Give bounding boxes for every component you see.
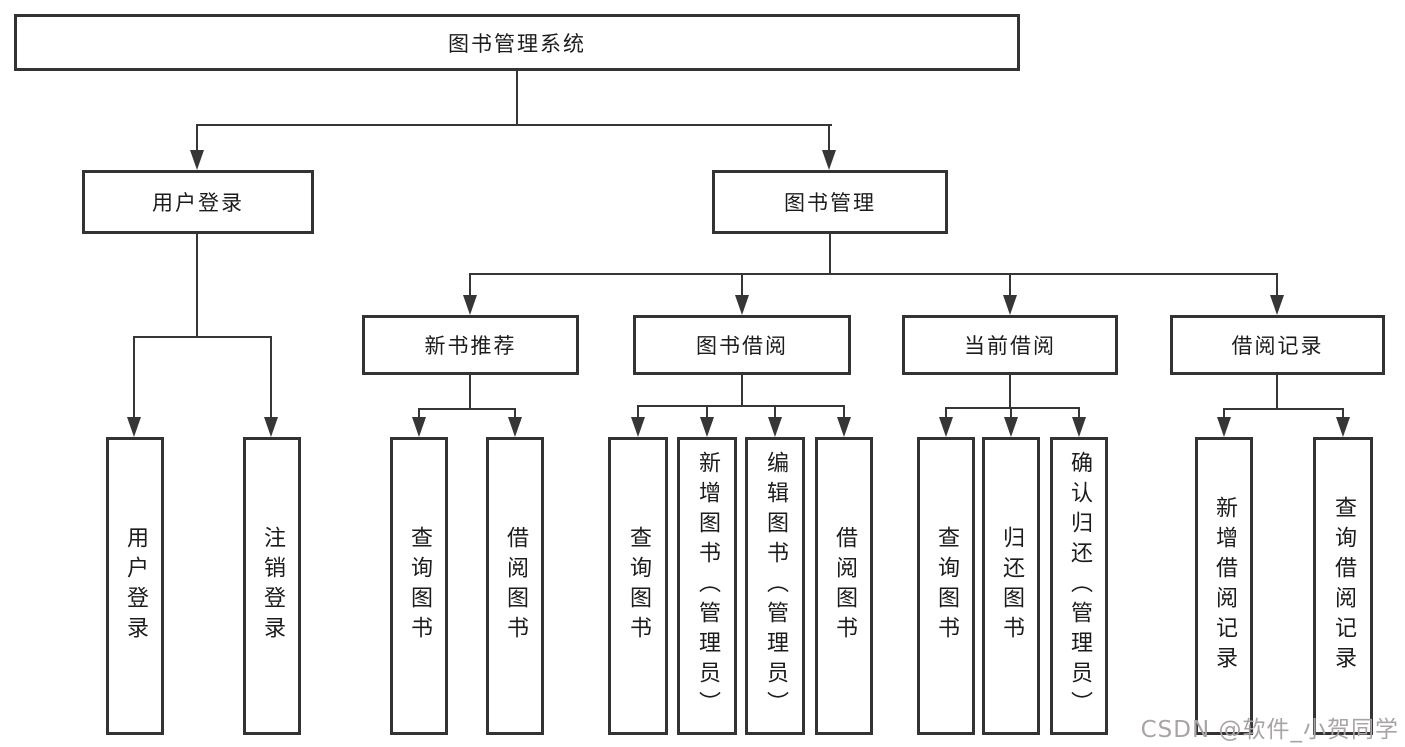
node-label: 查询借阅记录: [1331, 496, 1356, 676]
node-leaf-add-borrow-record: 新增借阅记录: [1195, 437, 1253, 735]
node-leaf-query-borrow-record: 查询借阅记录: [1313, 437, 1373, 735]
connector-arrowhead-down: [822, 150, 836, 170]
connector-arrowhead-down: [1217, 417, 1231, 437]
node-leaf-query-books-1: 查询图书: [390, 437, 448, 735]
connector-vline: [1223, 408, 1225, 421]
connector-arrowhead-down: [1004, 417, 1018, 437]
node-label: 确认归还（管理员）: [1067, 451, 1092, 721]
connector-arrowhead-down: [127, 417, 141, 437]
node-leaf-borrow-books-1: 借阅图书: [486, 437, 544, 735]
connector-hline: [196, 124, 832, 126]
node-label: 注销登录: [260, 526, 285, 646]
node-label: 图书管理: [784, 191, 876, 215]
connector-vline: [196, 234, 198, 336]
connector-arrowhead-down: [412, 417, 426, 437]
node-label: 借阅图书: [503, 526, 528, 646]
connector-hline: [945, 407, 1080, 409]
connector-arrowhead-down: [1072, 417, 1086, 437]
connector-arrowhead-down: [1270, 295, 1284, 315]
node-leaf-edit-books-admin: 编辑图书（管理员）: [745, 437, 805, 735]
connector-vline: [829, 234, 831, 273]
node-label: 查询图书: [626, 526, 651, 646]
node-group-book-borrow: 图书借阅: [633, 315, 851, 375]
node-leaf-logout: 注销登录: [243, 437, 301, 735]
node-leaf-user-login: 用户登录: [106, 437, 164, 735]
node-label: 查询图书: [407, 526, 432, 646]
node-leaf-add-books-admin: 新增图书（管理员）: [677, 437, 737, 735]
node-leaf-return-books: 归还图书: [982, 437, 1040, 735]
connector-vline: [469, 273, 471, 299]
connector-vline: [1078, 407, 1080, 421]
connector-vline: [843, 405, 845, 421]
connector-arrowhead-down: [700, 417, 714, 437]
connector-hline: [133, 336, 272, 338]
connector-vline: [741, 375, 743, 405]
connector-vline: [741, 273, 743, 299]
node-label: 借阅图书: [832, 526, 857, 646]
connector-vline: [1276, 273, 1278, 299]
connector-arrowhead-down: [1336, 417, 1350, 437]
connector-hline: [418, 408, 515, 410]
connector-vline: [945, 407, 947, 421]
connector-vline: [1010, 407, 1012, 421]
connector-vline: [1009, 375, 1011, 407]
connector-vline: [469, 375, 471, 408]
connector-arrowhead-down: [463, 295, 477, 315]
connector-vline: [514, 408, 516, 421]
connector-vline: [418, 408, 420, 421]
node-label: 编辑图书（管理员）: [763, 451, 788, 721]
connector-hline: [469, 273, 1278, 275]
node-root: 图书管理系统: [14, 14, 1020, 71]
node-label: 用户登录: [123, 526, 148, 646]
connector-arrowhead-down: [768, 417, 782, 437]
connector-arrowhead-down: [631, 417, 645, 437]
node-label: 查询图书: [934, 526, 959, 646]
node-book-management: 图书管理: [712, 170, 948, 234]
connector-vline: [1342, 408, 1344, 421]
connector-vline: [1276, 375, 1278, 408]
node-label: 新书推荐: [424, 334, 517, 358]
connector-arrowhead-down: [939, 417, 953, 437]
node-label: 当前借阅: [964, 334, 1056, 358]
node-group-borrow-records: 借阅记录: [1170, 315, 1385, 375]
connector-vline: [706, 405, 708, 421]
connector-hline: [637, 405, 845, 407]
connector-arrowhead-down: [837, 417, 851, 437]
connector-vline: [774, 405, 776, 421]
connector-vline: [133, 336, 135, 421]
node-group-new-book-recommend: 新书推荐: [362, 315, 579, 375]
node-leaf-confirm-return-admin: 确认归还（管理员）: [1050, 437, 1108, 735]
connector-arrowhead-down: [264, 417, 278, 437]
connector-arrowhead-down: [735, 295, 749, 315]
node-user-login-branch: 用户登录: [82, 170, 314, 234]
node-label: 图书借阅: [696, 334, 788, 358]
node-label: 新增借阅记录: [1212, 496, 1237, 676]
connector-arrowhead-down: [1003, 295, 1017, 315]
connector-arrowhead-down: [508, 417, 522, 437]
node-leaf-borrow-books-2: 借阅图书: [815, 437, 873, 735]
connector-hline: [1223, 408, 1344, 410]
node-label: 借阅记录: [1231, 334, 1324, 358]
connector-vline: [270, 336, 272, 421]
node-label: 图书管理系统: [448, 31, 586, 56]
connector-vline: [516, 71, 518, 124]
connector-arrowhead-down: [190, 150, 204, 170]
connector-vline: [196, 124, 198, 154]
connector-vline: [1009, 273, 1011, 299]
node-label: 归还图书: [999, 526, 1024, 646]
connector-vline: [828, 124, 830, 154]
node-leaf-query-books-2: 查询图书: [608, 437, 668, 735]
connector-vline: [637, 405, 639, 421]
csdn-watermark: CSDN @软件_小贺同学: [1140, 717, 1399, 743]
node-label: 新增图书（管理员）: [695, 451, 720, 721]
node-label: 用户登录: [152, 191, 244, 215]
node-leaf-query-books-3: 查询图书: [917, 437, 975, 735]
node-group-current-borrow: 当前借阅: [902, 315, 1118, 375]
